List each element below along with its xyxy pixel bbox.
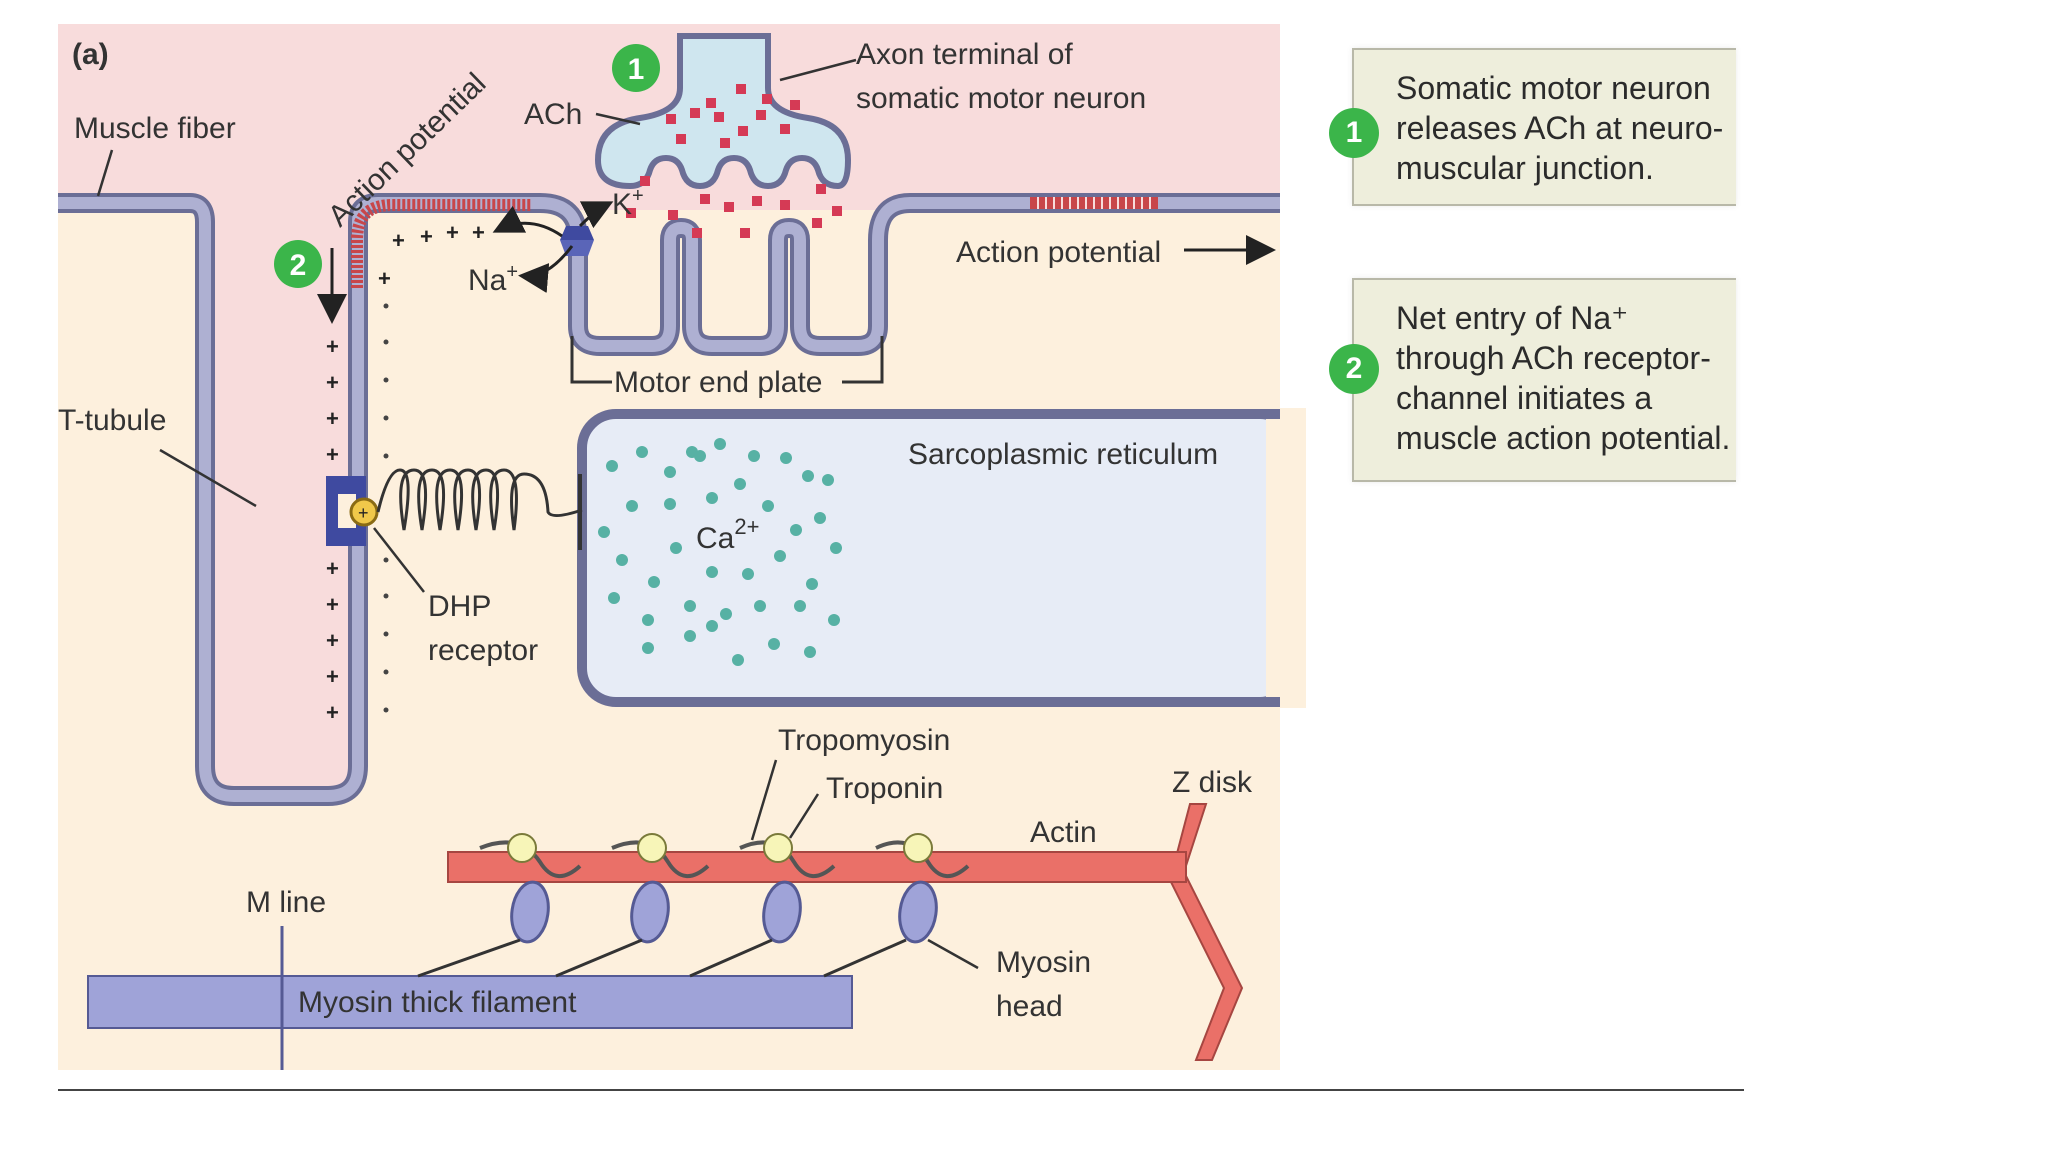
svg-text:+: + [326,334,339,359]
callout-step-2: 2 Net entry of Na⁺ through ACh receptor-… [1329,278,1736,482]
myosin-cross-bridges [417,833,970,978]
axon-terminal [594,33,852,190]
label-troponin: Troponin [826,772,943,805]
z-disk [1168,803,1244,1061]
callout-step-1: 1 Somatic motor neuron releases ACh at n… [1329,48,1736,206]
bottom-divider [58,1089,1744,1091]
panel-label: (a) [72,38,109,71]
svg-text:+: + [326,592,339,617]
ach-receptor-channel [560,226,594,256]
label-tropomyosin: Tropomyosin [778,724,950,757]
leader-lines [96,58,979,970]
label-ach: ACh [524,98,582,131]
action-potential-stripe-left [351,199,532,288]
label-na-ion: Na+ [468,261,518,297]
label-action-potential-right: Action potential [956,236,1161,269]
label-actin: Actin [1030,816,1097,849]
svg-text:+: + [326,556,339,581]
label-m-line: M line [246,886,326,919]
label-myosin-head-1: Myosin [996,946,1091,979]
label-t-tubule: T-tubule [58,404,166,437]
label-myosin-head-2: head [996,990,1063,1023]
svg-text:+: + [358,503,369,523]
step-1-badge [612,44,660,92]
label-sarcoplasmic-reticulum: Sarcoplasmic reticulum [908,438,1218,471]
myosin-thick-filament [87,975,853,1029]
svg-text:+: + [472,220,485,245]
label-z-disk: Z disk [1172,766,1253,799]
ion-dots [383,303,389,713]
na-influx-arrow [518,245,574,293]
plus-charges: +++ ++ +++ +++ +++ [326,220,485,725]
callout-1-number: 1 [1329,108,1379,158]
label-axon-terminal-1: Axon terminal of [856,38,1073,71]
label-dhp-1: DHP [428,590,491,623]
ach-molecules [626,84,842,238]
svg-text:+: + [392,228,405,253]
k-efflux-arrow [578,201,614,229]
label-muscle-fiber: Muscle fiber [74,112,236,145]
svg-text:+: + [420,224,433,249]
label-axon-terminal-2: somatic motor neuron [856,82,1146,115]
label-calcium: Ca2+ [696,514,759,555]
t-tubule-lumen [200,210,360,790]
label-motor-end-plate: Motor end plate [614,366,822,399]
label-k-ion: K+ [612,185,644,221]
motor-end-plate-bracket [570,336,884,384]
svg-text:+: + [378,266,391,291]
dhp-receptor-bead [349,497,379,527]
svg-text:+: + [326,406,339,431]
svg-text:+: + [326,628,339,653]
callout-1-text: Somatic motor neuron releases ACh at neu… [1396,70,1724,186]
svg-text:+: + [326,370,339,395]
svg-text:1: 1 [628,53,645,86]
svg-text:2: 2 [290,249,307,282]
label-myosin-thick-filament: Myosin thick filament [298,986,577,1019]
calcium-ions [598,438,842,666]
callout-2-number: 2 [1329,344,1379,394]
step-2-badge [274,240,322,288]
label-dhp-2: receptor [428,634,538,667]
svg-text:+: + [326,664,339,689]
svg-text:+: + [326,700,339,725]
svg-text:+: + [446,220,459,245]
svg-text:+: + [326,442,339,467]
charge-flux-arrow [492,205,563,238]
ryanodine-spring [376,468,583,531]
callout-2-text: Net entry of Na⁺ through ACh receptor- c… [1396,300,1731,456]
